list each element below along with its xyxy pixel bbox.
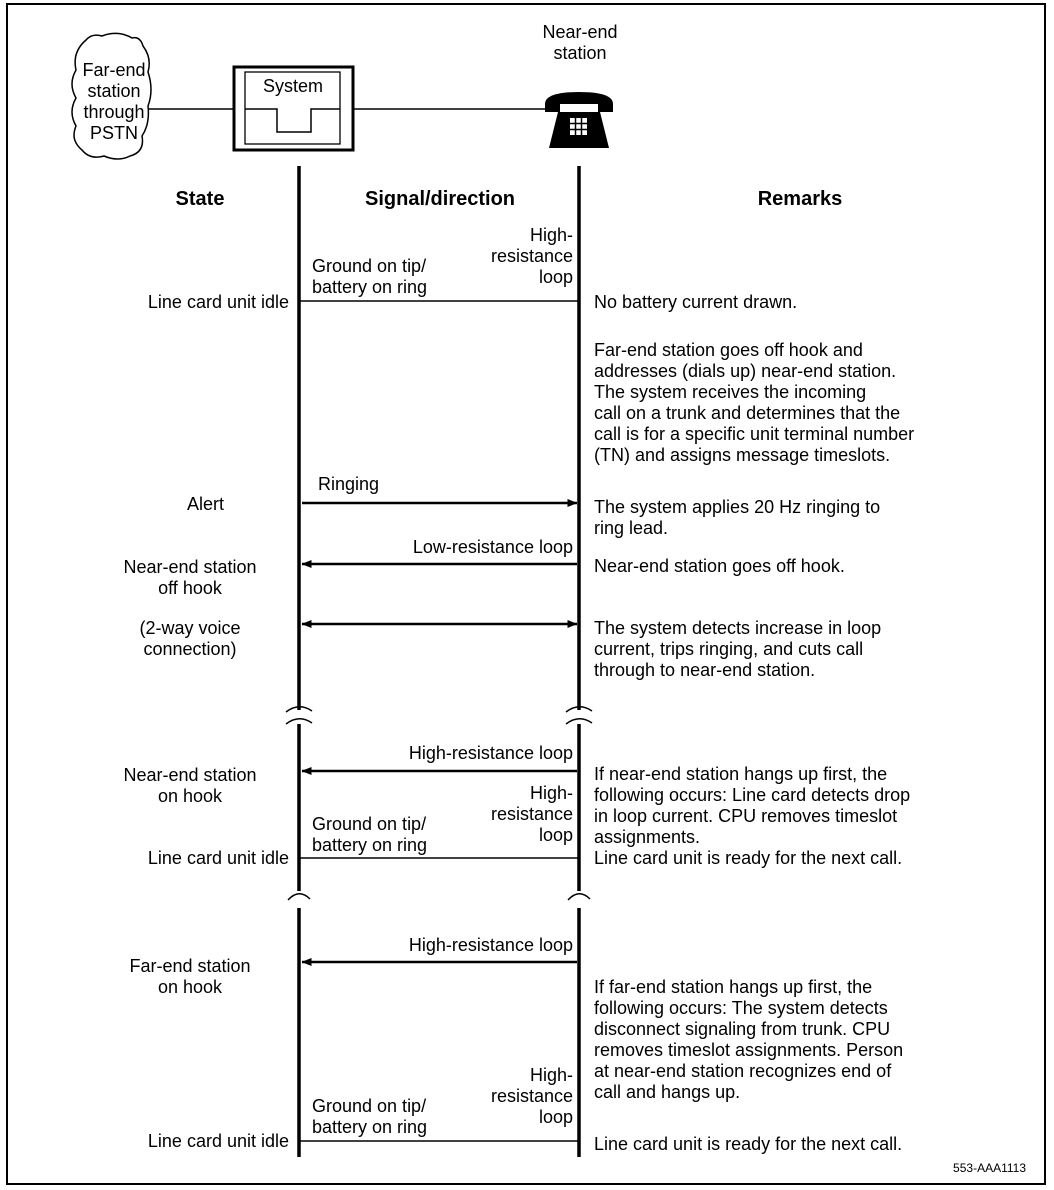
state-idle-1: Line card unit idle: [147, 292, 289, 312]
system-box: [232, 65, 355, 152]
state-heading: State: [175, 188, 225, 210]
signal-near-high-res: High-resistance loop: [408, 743, 573, 763]
signal-ground-3: Ground on tip/ battery on ring: [312, 1096, 428, 1137]
pstn-cloud-icon: [71, 32, 152, 160]
signal-high-res-1: High- resistance loop: [490, 225, 573, 287]
state-far-onhook: Far-end station on hook: [129, 956, 251, 997]
signal-ringing: Ringing: [318, 474, 380, 494]
signal-ground-1: Ground on tip/ battery on ring: [312, 256, 428, 297]
time-break-marks: [285, 706, 593, 901]
signal-ground-2: Ground on tip/ battery on ring: [312, 814, 428, 855]
system-circuit-icon: [245, 108, 340, 133]
state-idle-3: Line card unit idle: [147, 1131, 289, 1151]
figure-id: 553-AAA1113: [953, 1161, 1026, 1175]
remark-idle-1: No battery current drawn.: [594, 292, 798, 312]
remark-far-onhook: If far-end station hangs up first, the f…: [594, 977, 904, 1102]
remark-idle-3: Line card unit is ready for the next cal…: [594, 1134, 903, 1154]
remark-voice: The system detects increase in loop curr…: [594, 618, 882, 680]
remark-alert: The system applies 20 Hz ringing to ring…: [594, 497, 881, 538]
timeline-axes: [297, 166, 581, 1157]
state-idle-2: Line card unit idle: [147, 848, 289, 868]
figure-frame: [6, 3, 1046, 1185]
state-offhook: Near-end station off hook: [123, 557, 257, 598]
remark-incoming: Far-end station goes off hook and addres…: [594, 340, 915, 465]
signal-low-res: Low-resistance loop: [412, 537, 573, 557]
system-label: System: [262, 76, 323, 96]
state-voice: (2-way voice connection): [139, 618, 241, 659]
remarks-heading: Remarks: [757, 188, 843, 210]
state-alert: Alert: [186, 494, 224, 514]
telephone-icon: [545, 92, 613, 148]
far-end-label: Far-end station through PSTN: [82, 60, 146, 143]
state-near-onhook: Near-end station on hook: [123, 765, 257, 806]
signal-high-res-2: High- resistance loop: [490, 783, 573, 845]
signal-high-res-3: High- resistance loop: [490, 1065, 573, 1127]
near-end-label: Near-end station: [542, 22, 618, 63]
signal-heading: Signal/direction: [364, 188, 516, 210]
remark-offhook: Near-end station goes off hook.: [594, 556, 845, 576]
signal-far-high-res: High-resistance loop: [408, 935, 573, 955]
remark-near-onhook: If near-end station hangs up first, the …: [594, 764, 911, 868]
